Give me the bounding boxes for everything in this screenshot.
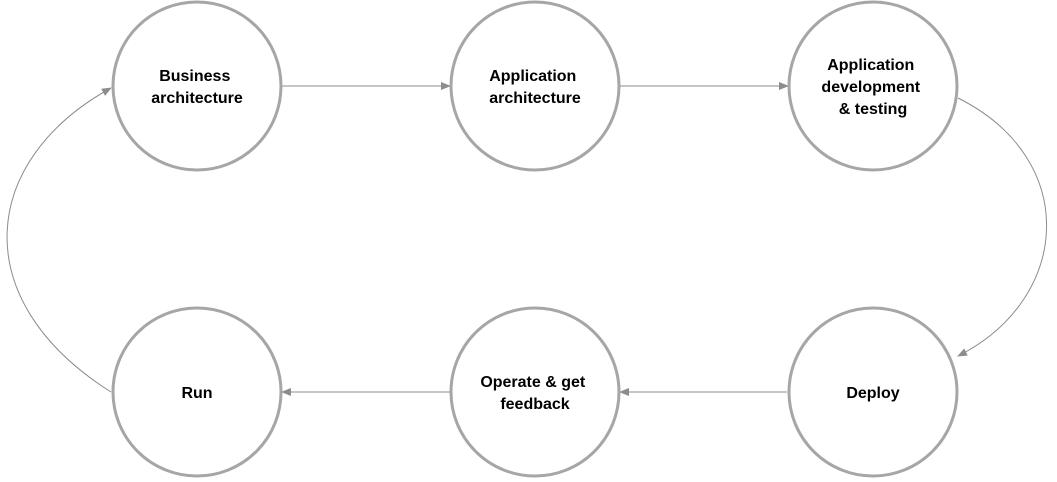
node-application-development: Application development & testing: [787, 0, 959, 172]
node-run: Run: [111, 306, 283, 478]
edge-run-to-business: [6, 87, 112, 393]
edge-app-dev-to-deploy: [957, 97, 1048, 357]
node-deploy: Deploy: [787, 306, 959, 478]
node-business-architecture: Business architecture: [111, 0, 283, 172]
node-circle: [787, 306, 959, 478]
edges: [6, 82, 1048, 396]
node-operate-feedback: Operate & get feedback: [449, 306, 621, 478]
node-circle: [449, 306, 621, 478]
node-circle: [111, 306, 283, 478]
node-label: Application development & testing: [821, 57, 924, 118]
node-label: Business architecture: [151, 68, 243, 107]
node-label: Operate & get feedback: [480, 374, 589, 413]
node-label: Run: [181, 385, 212, 402]
node-application-architecture: Application architecture: [449, 0, 621, 172]
node-circle: [787, 0, 959, 172]
node-circle: [449, 0, 621, 172]
node-label: Application architecture: [489, 68, 581, 107]
node-label: Deploy: [846, 385, 899, 402]
node-circle: [111, 0, 283, 172]
